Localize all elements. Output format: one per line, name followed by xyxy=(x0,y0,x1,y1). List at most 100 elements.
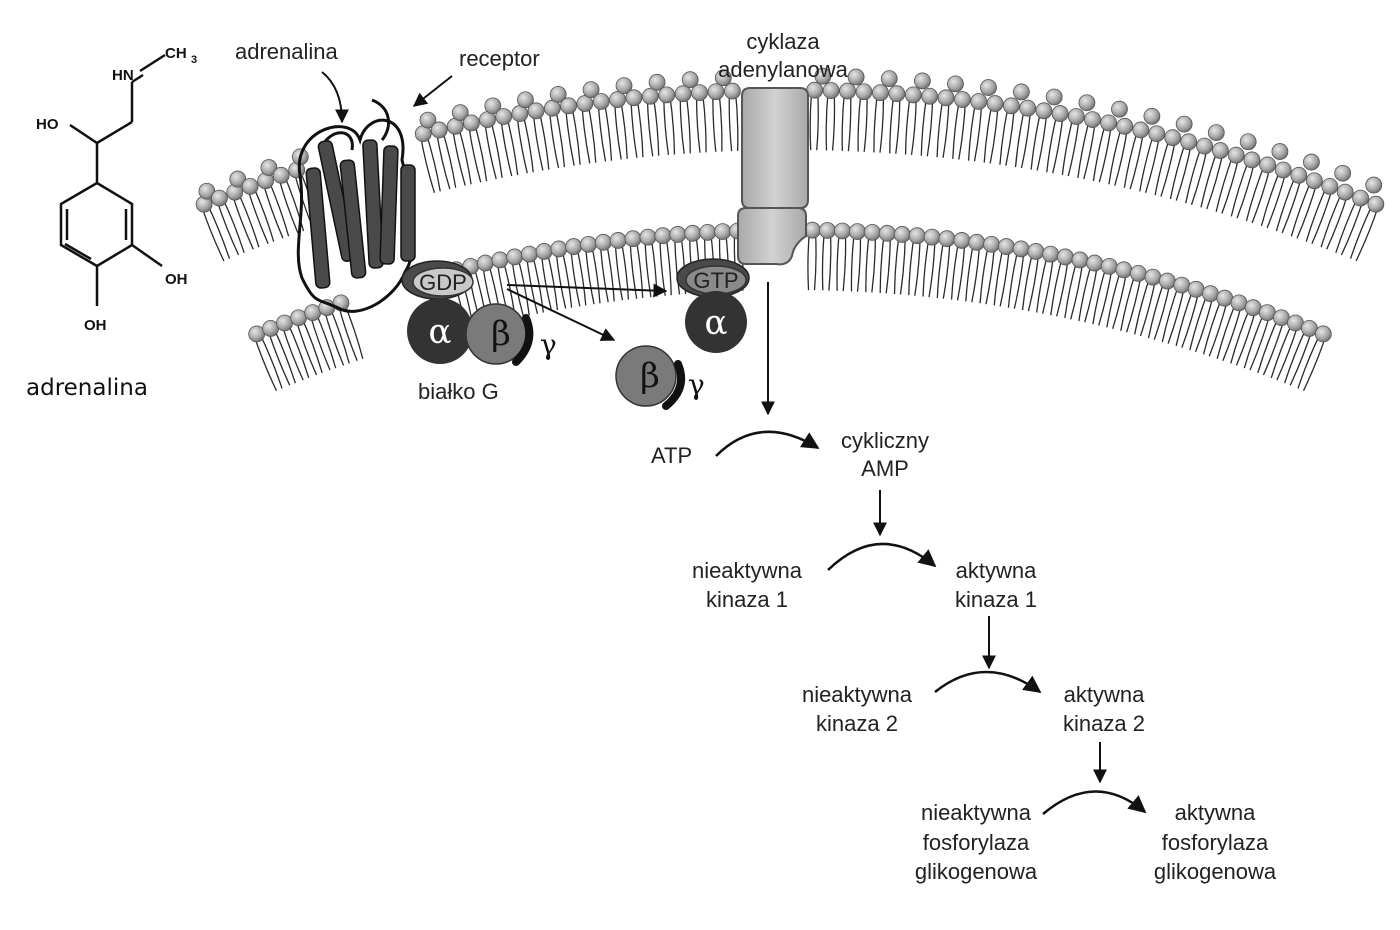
alpha-subunit xyxy=(407,298,473,364)
lipid-head xyxy=(495,108,513,125)
lipid-tail xyxy=(1160,138,1177,197)
lipid-head xyxy=(1100,257,1118,275)
kinase1-activation-arrow xyxy=(827,542,937,571)
lipid-tail xyxy=(893,234,900,295)
lipid-head xyxy=(863,223,881,241)
lipid-tail xyxy=(650,236,658,297)
lipid-tail xyxy=(652,95,660,156)
g-protein-label: białko G xyxy=(418,379,499,404)
lipid-head xyxy=(1367,195,1385,213)
lipid-head xyxy=(986,95,1004,112)
lipid-head xyxy=(1086,254,1104,272)
lipid-tail xyxy=(908,235,915,296)
lipid-head xyxy=(1012,83,1030,101)
kinase1-active-line2: kinaza 1 xyxy=(955,587,1037,612)
g-protein-activated: GTP α β γ xyxy=(615,258,750,410)
lipid-tail xyxy=(1077,118,1091,178)
lipid-head xyxy=(1116,117,1134,135)
lipid-tail xyxy=(1067,116,1080,177)
lipid-head xyxy=(462,114,480,132)
lipid-tail xyxy=(885,233,891,294)
lipid-head xyxy=(654,227,672,245)
phosphorylase-inactive-line2: fosforylaza xyxy=(923,830,1030,855)
lipid-tail xyxy=(599,242,609,303)
lipid-head xyxy=(582,81,600,99)
lipid-tail xyxy=(1084,263,1099,323)
lipid-head xyxy=(1035,102,1053,120)
lipid-head xyxy=(1173,276,1191,294)
lipid-head xyxy=(938,230,956,248)
lipid-head xyxy=(953,232,971,249)
lipid-head xyxy=(1045,88,1063,106)
lipid-head xyxy=(1129,265,1147,282)
lipid-head xyxy=(806,81,824,99)
lipid-head xyxy=(506,248,524,266)
lipid-head xyxy=(724,82,741,100)
receptor-helices xyxy=(305,139,416,289)
lipid-tail xyxy=(695,92,701,153)
lipid-head xyxy=(970,93,988,110)
camp-label-line1: cykliczny xyxy=(841,428,929,453)
kinase2-inactive-line2: kinaza 2 xyxy=(816,711,898,736)
lipid-tail xyxy=(936,97,944,158)
lipid-head xyxy=(1365,176,1383,194)
adrenaline-structure: HN CH 3 HO OH OH adrenalina xyxy=(26,45,197,401)
receptor-helix xyxy=(305,167,331,289)
lipid-head xyxy=(847,68,865,86)
second-messenger-step: ATP cykliczny AMP xyxy=(651,428,929,537)
lipid-head xyxy=(923,228,941,246)
lipid-tail xyxy=(669,94,676,155)
lipid-tail xyxy=(1120,272,1137,331)
lipid-tail xyxy=(952,99,961,159)
lipid-tail xyxy=(967,100,977,161)
lipid-head xyxy=(1084,111,1101,129)
lipid-tail xyxy=(473,122,488,182)
lipid-head xyxy=(580,235,597,253)
methyl-subscript: 3 xyxy=(191,54,197,66)
lipid-tail xyxy=(889,93,895,154)
lipid-tail xyxy=(958,99,967,160)
lipid-head xyxy=(1239,133,1257,151)
lipid-head xyxy=(276,314,293,332)
lipid-tail xyxy=(873,92,879,153)
lipid-tail xyxy=(942,98,950,158)
lipid-head xyxy=(893,226,911,243)
lipid-tail xyxy=(489,118,503,178)
lipid-head xyxy=(699,223,717,241)
lipid-tail xyxy=(895,93,901,154)
lipid-head xyxy=(491,251,509,269)
lipid-head xyxy=(430,121,448,139)
lipid-head xyxy=(937,89,955,107)
lipid-head xyxy=(1115,261,1133,279)
lipid-tail xyxy=(825,90,829,151)
lipid-tail xyxy=(1098,123,1113,183)
lipid-head xyxy=(1352,189,1369,207)
ring-hydroxyl-bottom-label: OH xyxy=(84,317,107,334)
benzene-ring xyxy=(59,181,134,268)
lipid-tail xyxy=(989,103,999,164)
lipid-tail xyxy=(809,90,813,151)
kinase2-step: nieaktywna kinaza 2 aktywna kinaza 2 xyxy=(802,670,1145,784)
lipid-head xyxy=(1078,94,1096,112)
lipid-head xyxy=(904,86,922,104)
lipid-tail xyxy=(1098,266,1113,326)
lipid-head xyxy=(848,223,866,240)
lipid-head xyxy=(527,102,545,120)
lipid-head xyxy=(1271,143,1289,160)
gtp-label: GTP xyxy=(693,268,738,293)
lipid-tail xyxy=(734,90,739,151)
lipid-head xyxy=(419,111,437,129)
lipid-tail xyxy=(965,241,975,302)
lipid-head xyxy=(681,71,699,89)
lipid-head xyxy=(520,245,538,263)
lipid-head xyxy=(1111,100,1128,118)
lipid-head xyxy=(888,85,906,103)
lipid-tail xyxy=(597,101,607,162)
lipid-head xyxy=(1100,114,1118,132)
g-protein-inactive: GDP α β γ białko G xyxy=(401,260,557,404)
lipid-head xyxy=(691,84,708,102)
lipid-tail xyxy=(850,231,856,292)
lipid-tail xyxy=(920,95,928,156)
lipid-tail xyxy=(1161,284,1180,343)
lipid-tail xyxy=(663,95,670,156)
